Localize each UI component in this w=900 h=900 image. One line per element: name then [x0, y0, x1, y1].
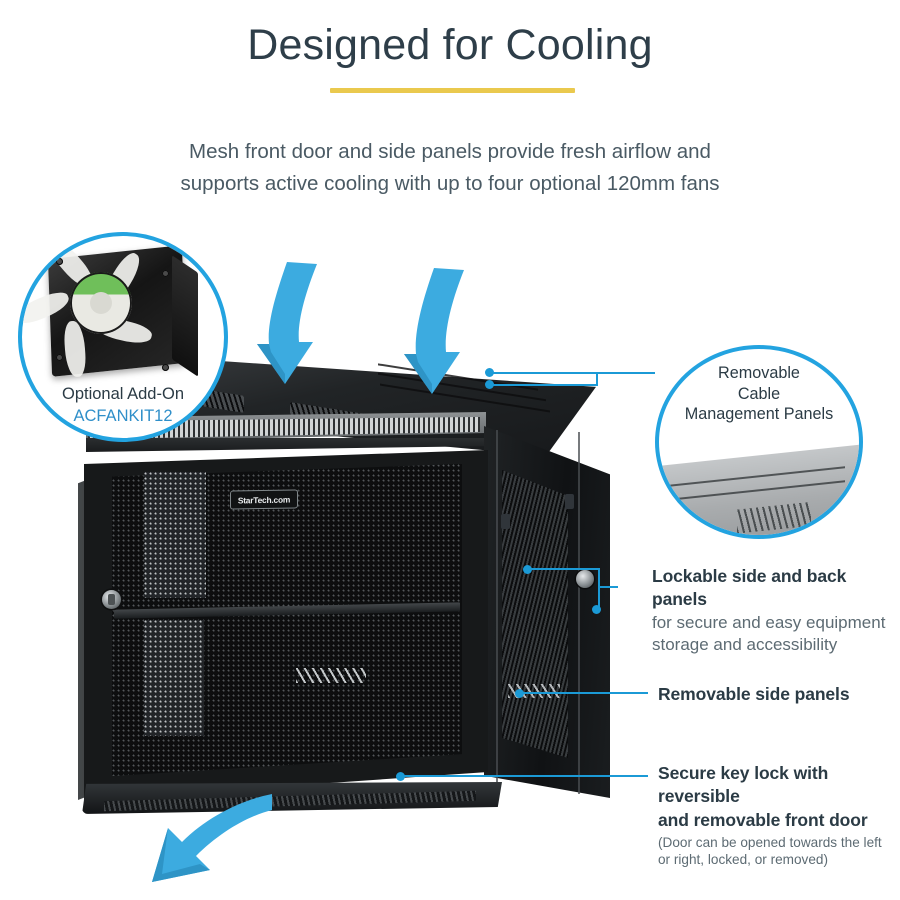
secure-key-lock-fine-line-2: or right, locked, or removed) [658, 852, 828, 868]
cable-management-anchor-dot-bottom [485, 380, 494, 389]
title-underline-rule [330, 88, 575, 93]
removable-side-panels-heading: Removable side panels [658, 684, 850, 704]
cable-management-leader-line [489, 372, 655, 375]
secure-key-lock-anchor-dot [396, 772, 405, 781]
cable-management-line-2: Cable [737, 384, 781, 403]
rack-cabinet-photo: StarTech.com [78, 352, 638, 842]
cable-management-anchor-dot-top [485, 368, 494, 377]
front-top-vent-strip [88, 416, 480, 440]
fan-callout-sku: ACFANKIT12 [73, 407, 173, 425]
secure-key-lock-leader [404, 775, 628, 778]
removable-side-panels-dash [622, 692, 648, 695]
side-panel-latch-top [565, 494, 574, 509]
optional-fan-callout-bubble: Optional Add-On ACFANKIT12 [18, 232, 228, 442]
fan-callout-label: Optional Add-On [62, 385, 184, 403]
cable-management-label: Removable Cable Management Panels [659, 363, 859, 425]
secure-key-lock-heading-line-2: and removable front door [658, 809, 868, 830]
cable-management-line-3: Management Panels [684, 405, 834, 424]
callout-lockable-panels: Lockable side and back panels for secure… [652, 565, 898, 657]
secure-key-lock-dash [622, 775, 648, 778]
lockable-panels-leader-upper [531, 568, 600, 571]
callout-removable-side-panels: Removable side panels [658, 683, 898, 706]
page-subtitle: Mesh front door and side panels provide … [90, 136, 810, 200]
lockable-panels-body-line-2: storage and accessibility [652, 635, 838, 655]
cable-management-line-1: Removable [718, 364, 800, 382]
lockable-panels-anchor-dot-lower [592, 605, 601, 614]
removable-side-panels-anchor-dot [515, 689, 524, 698]
lockable-panels-bracket-spine [598, 568, 601, 611]
front-door-key-lock [102, 590, 121, 609]
secure-key-lock-fine-line-1: (Door can be opened towards the left [658, 834, 882, 850]
cable-management-leader-drop [596, 372, 599, 386]
side-panel-key-lock [576, 570, 594, 588]
front-door-mesh-highlight-upper [144, 472, 206, 598]
side-panel-mesh [502, 470, 568, 758]
callout-secure-key-lock: Secure key lock with reversible and remo… [658, 762, 900, 869]
lockable-panels-body-line-1: for secure and easy equipment [652, 612, 886, 632]
side-panel-seam-inner [496, 430, 498, 794]
brand-badge: StarTech.com [230, 489, 298, 510]
secure-key-lock-heading-line-1: Secure key lock with reversible [658, 763, 829, 807]
subtitle-line-2: supports active cooling with up to four … [180, 171, 720, 195]
removable-side-panels-leader [523, 692, 628, 695]
cable-management-closeup-photo [659, 443, 859, 535]
lockable-panels-anchor-dot-upper [523, 565, 532, 574]
side-panel-seam-outer [578, 432, 580, 794]
front-door-mesh-highlight-lower [144, 620, 204, 736]
lockable-panels-bracket-stub [598, 586, 618, 589]
side-panel-latch-bottom [501, 514, 510, 529]
front-bezel-shadow [86, 438, 488, 452]
lockable-panels-heading: Lockable side and back panels [652, 566, 847, 610]
front-door-fan-cutouts [296, 668, 366, 683]
subtitle-line-1: Mesh front door and side panels provide … [189, 140, 711, 163]
cable-management-callout-bubble: Removable Cable Management Panels [655, 345, 863, 539]
page-title: Designed for Cooling [247, 21, 653, 69]
cable-management-leader-branch [489, 384, 598, 387]
